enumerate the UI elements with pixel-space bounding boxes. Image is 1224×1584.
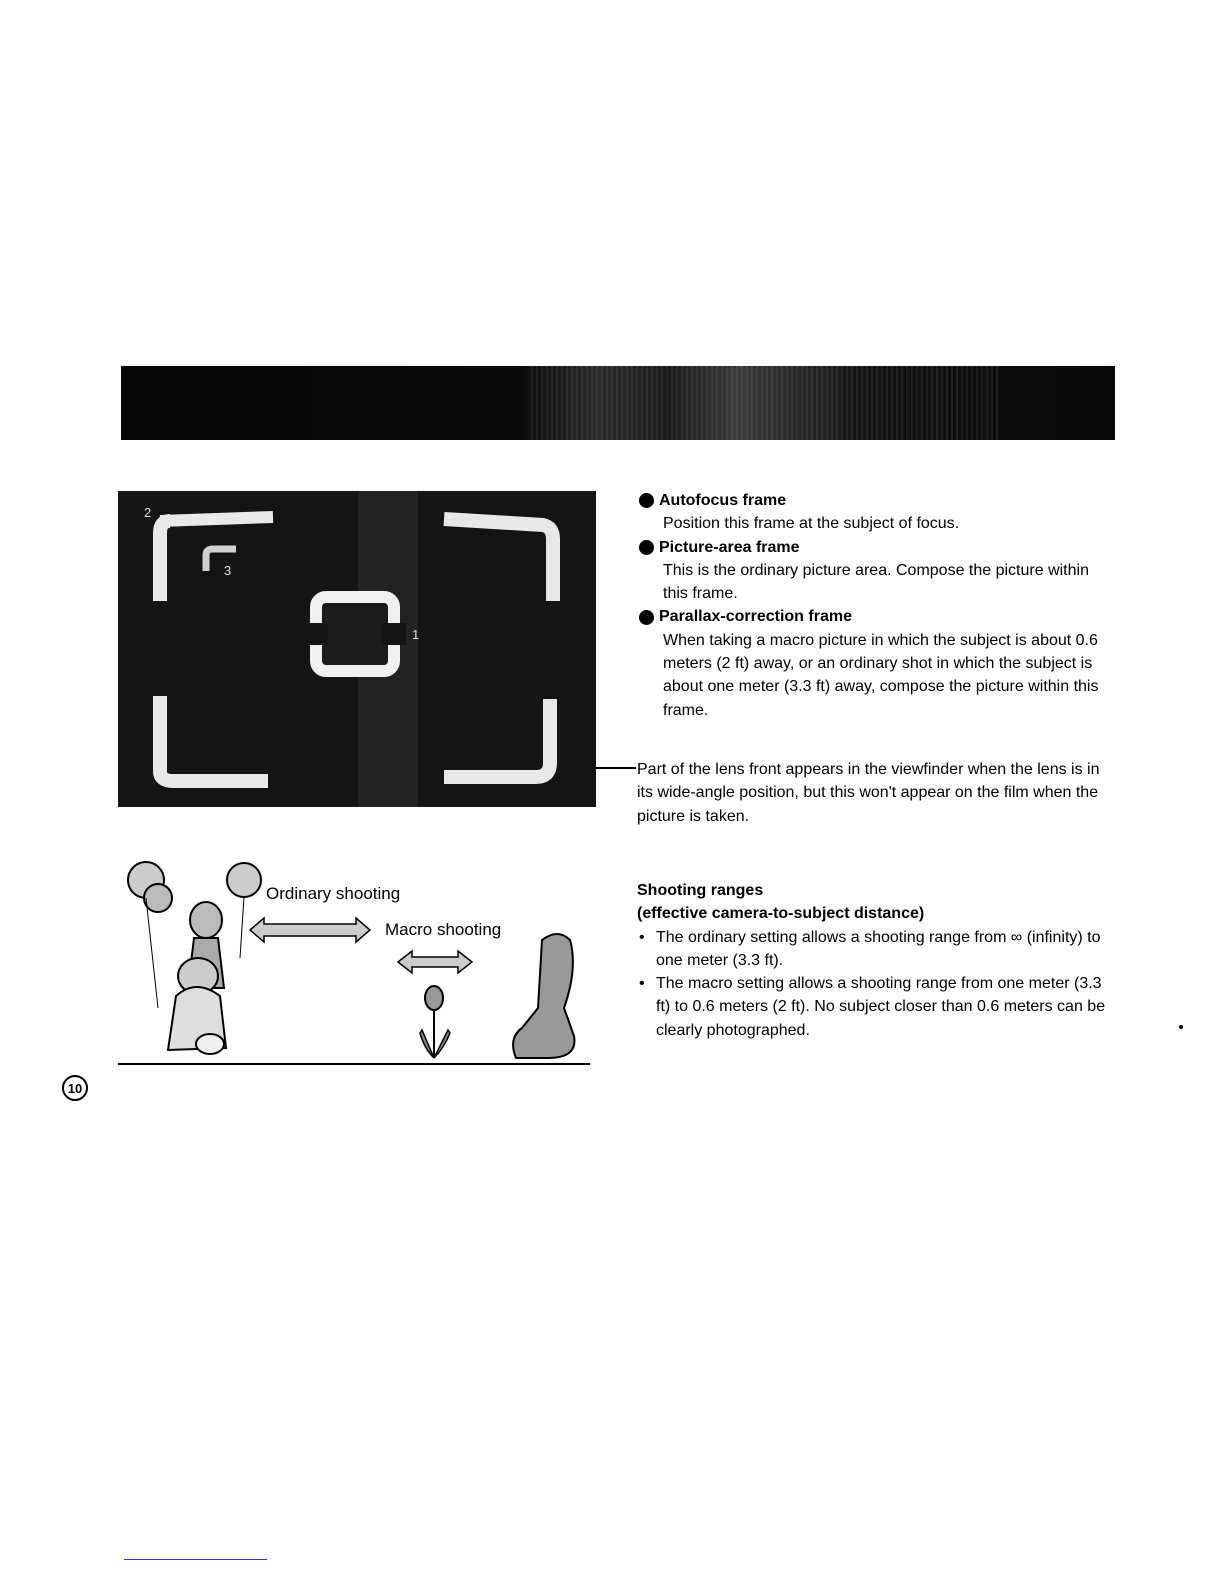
macro-range-arrow-icon <box>396 949 474 975</box>
ordinary-range-arrow-icon <box>248 916 372 944</box>
number-2-icon <box>639 539 654 555</box>
list-item: • The macro setting allows a shooting ra… <box>637 972 1107 1042</box>
list-item: • The ordinary setting allows a shooting… <box>637 926 1107 973</box>
frame-item-picture-area: Picture-area frame This is the ordinary … <box>637 536 1107 606</box>
section-header-bar <box>121 366 1115 440</box>
lens-callout-line <box>596 767 636 769</box>
frame-descriptions: Autofocus frame Position this frame at t… <box>637 489 1107 722</box>
shooting-ranges-section: Shooting ranges (effective camera-to-sub… <box>637 879 1107 1042</box>
shooting-ranges-subtitle: (effective camera-to-subject distance) <box>637 905 925 923</box>
frame-description: When taking a macro picture in which the… <box>663 631 1099 719</box>
figurine-icon <box>512 933 576 1059</box>
tulip-icon <box>424 985 444 1011</box>
balloon-icon <box>226 862 262 898</box>
ordinary-shooting-label: Ordinary shooting <box>266 884 401 903</box>
viewfinder-frames: 2 3 1 <box>118 491 596 807</box>
shooting-ranges-title: Shooting ranges <box>637 882 764 899</box>
frame-description: Position this frame at the subject of fo… <box>663 515 960 533</box>
frame-title: Autofocus frame <box>659 492 787 509</box>
header-texture <box>531 366 1001 440</box>
stray-mark <box>1179 1025 1183 1029</box>
shooting-illustration-art <box>118 861 590 1065</box>
bullet-text: The macro setting allows a shooting rang… <box>656 975 1106 1039</box>
viewfinder-label-2: 2 <box>144 505 151 520</box>
macro-shooting-label: Macro shooting <box>385 920 502 939</box>
viewfinder-label-3: 3 <box>224 563 231 578</box>
lens-note: Part of the lens front appears in the vi… <box>637 761 1100 825</box>
frame-description: This is the ordinary picture area. Compo… <box>663 561 1089 603</box>
frame-title: Picture-area frame <box>659 538 800 556</box>
frame-corner-top-right <box>443 512 560 601</box>
bullet-text: The ordinary setting allows a shooting r… <box>656 928 1101 969</box>
viewfinder-label-1: 1 <box>412 627 419 642</box>
parallax-frame-corner <box>202 545 236 571</box>
frame-corner-bottom-right <box>444 699 557 784</box>
viewfinder-image: 2 3 1 <box>118 491 596 807</box>
frame-title: Parallax-correction frame <box>659 608 852 626</box>
shooting-range-illustration: Ordinary shooting Macro shooting <box>118 858 592 1070</box>
number-3-icon <box>639 609 654 625</box>
number-1-icon <box>639 493 654 509</box>
child-icon <box>189 901 223 939</box>
page-number: 10 <box>62 1075 88 1101</box>
footer-rule <box>124 1559 267 1560</box>
frame-item-autofocus: Autofocus frame Position this frame at t… <box>637 489 1107 536</box>
bullet-icon: • <box>639 928 645 946</box>
frame-corner-bottom-left <box>153 696 268 788</box>
frame-item-parallax: Parallax-correction frame When taking a … <box>637 605 1107 721</box>
bullet-icon: • <box>639 975 645 993</box>
